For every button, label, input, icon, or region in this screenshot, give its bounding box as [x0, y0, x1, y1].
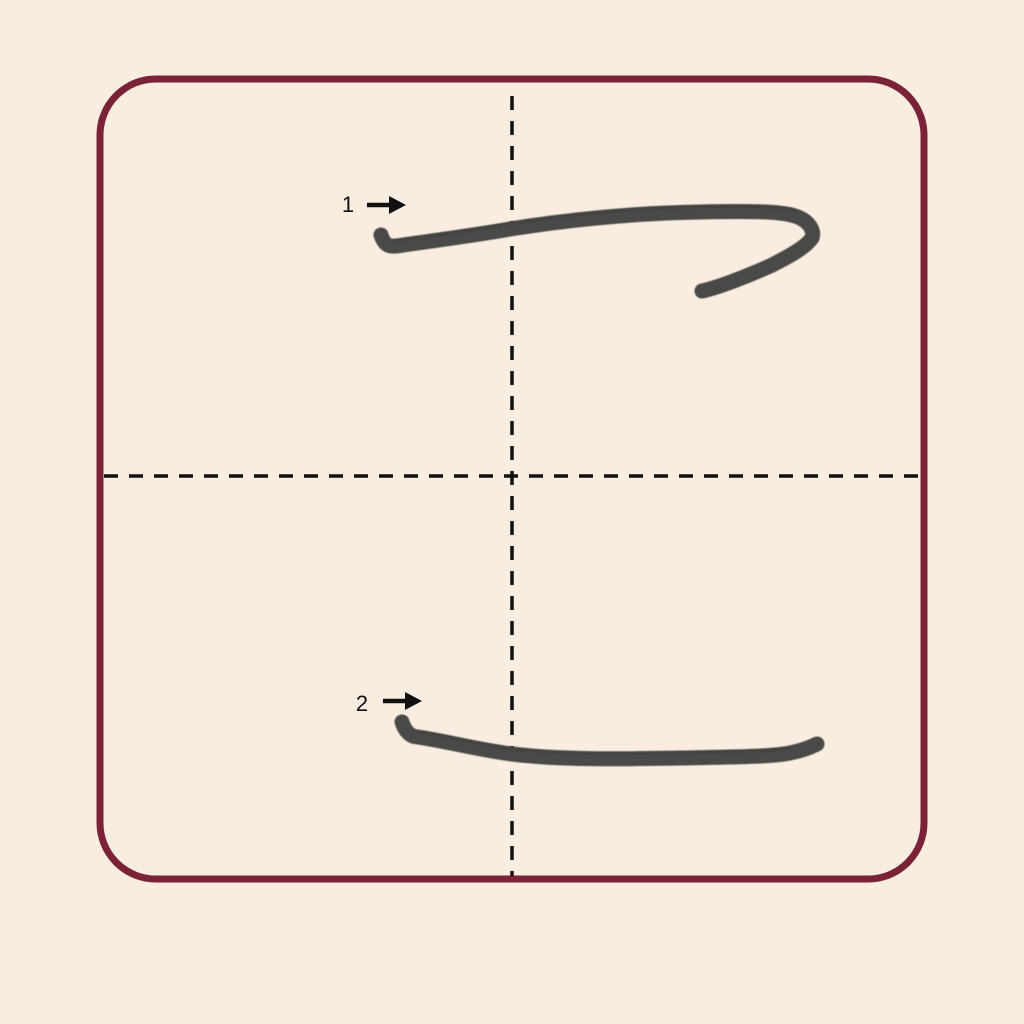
- stroke-1-ink: [373, 203, 821, 299]
- stroke-2-number: 2: [356, 691, 368, 716]
- arrow-right-icon: [383, 692, 422, 710]
- stroke-2-ink-highlight: [418, 730, 792, 756]
- stroke-1: 1: [342, 192, 821, 299]
- stroke-1-ink-highlight: [394, 205, 797, 243]
- stroke-2: 2: [356, 691, 825, 767]
- stroke-2-ink: [394, 714, 825, 767]
- stroke-1-number: 1: [342, 192, 354, 217]
- practice-frame: [96, 75, 928, 883]
- arrow-right-icon: [367, 196, 406, 214]
